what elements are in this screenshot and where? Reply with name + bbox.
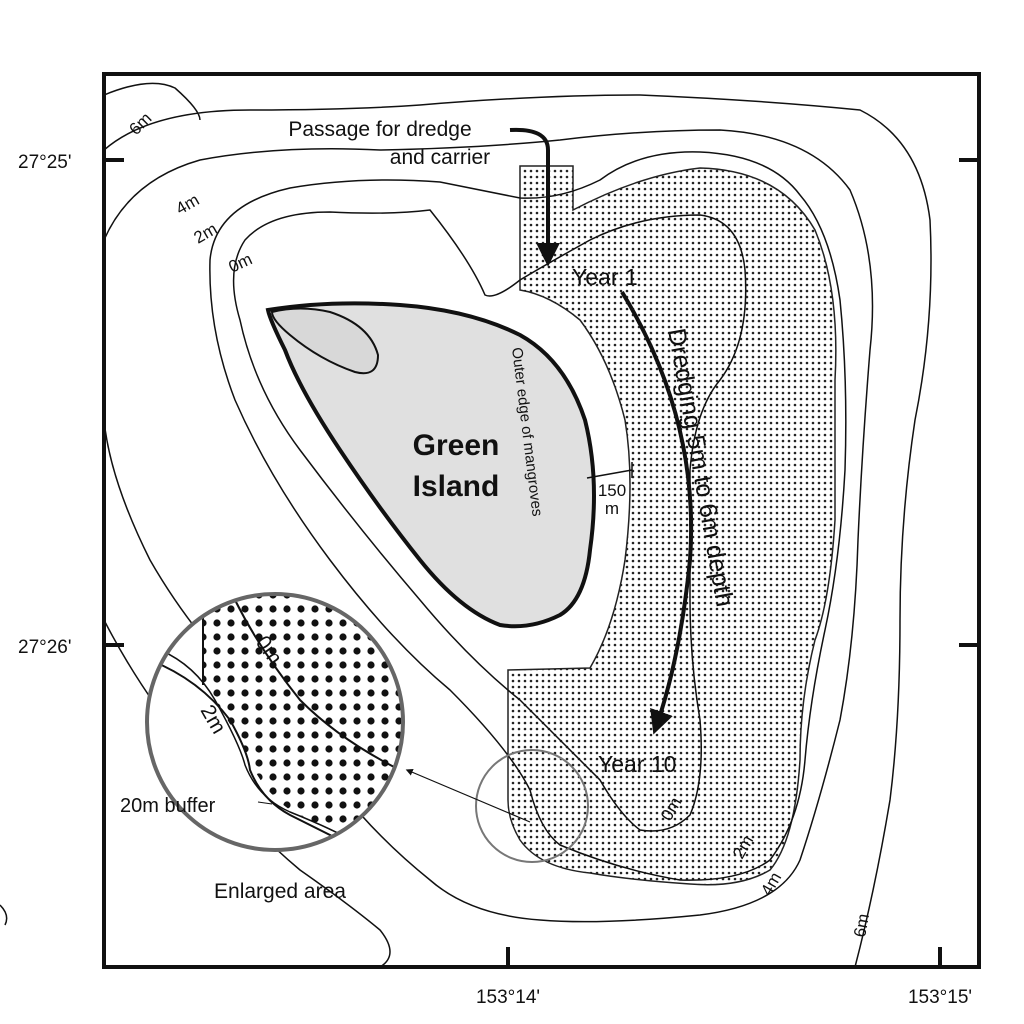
lat-label-1: 27°25' [18,152,72,173]
distance-value: 150 [598,481,626,500]
dredging-arrow [620,290,694,735]
inset-title: Enlarged area [214,880,346,903]
lon-label-2: 153°15' [908,987,972,1008]
year-1-label: Year 1 [572,264,638,290]
island-name-1: Green [413,429,500,462]
contour-2m [209,151,847,881]
passage-label-1: Passage for dredge [288,118,471,141]
inset-ring [145,592,405,852]
contour-label-6m-south: 6m [850,912,873,939]
island-lagoon [270,307,380,375]
ticks [104,158,979,967]
enlarged-area-circle [475,749,589,863]
contour-label-2m: 2m [191,219,221,247]
dredging-area [507,165,837,886]
contour-0m [232,209,747,832]
contour-6m-outside [0,904,8,926]
contour-label-6m: 6m [125,109,155,139]
inset-pointer [405,768,531,823]
lon-label-1: 153°14' [476,987,540,1008]
inset-buffer-label: 20m buffer [120,795,216,817]
passage-label-2: and carrier [390,146,490,169]
distance-marker [586,462,633,479]
green-island [265,301,596,629]
island-name-2: Island [413,470,500,503]
buffer-leader [257,801,273,805]
inset [147,594,403,850]
map-frame [102,72,981,969]
year-10-label: Year 10 [598,751,676,777]
lat-label-2: 27°26' [18,637,72,658]
contour-label-0m: 0m [226,249,255,276]
contour-label-4m: 4m [173,190,203,218]
passage-arrow [509,127,560,267]
distance-unit: m [605,499,619,518]
